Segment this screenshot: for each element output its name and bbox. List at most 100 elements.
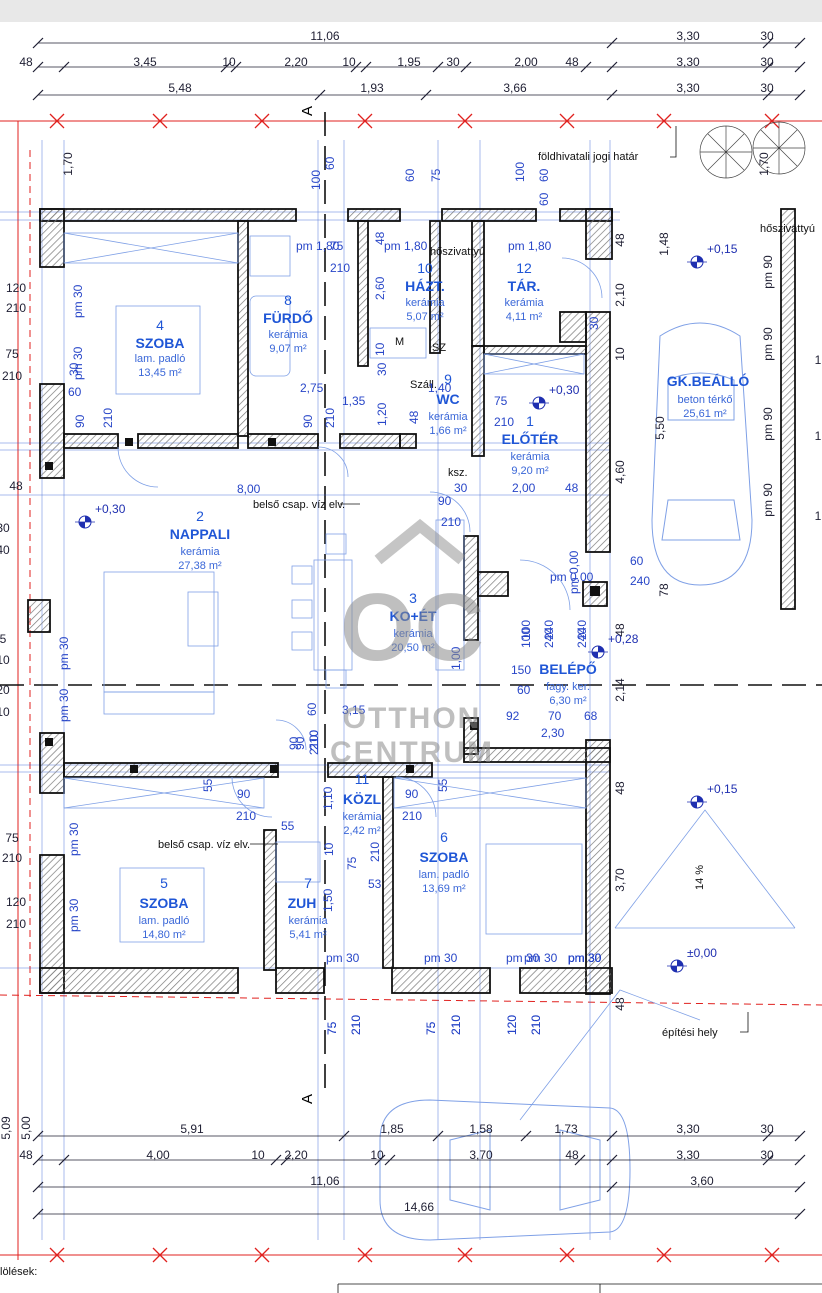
blue-dim-label: 75 <box>325 1021 339 1035</box>
blue-dim-label: 210 <box>307 730 321 750</box>
blue-dim-label: 90 <box>237 787 251 801</box>
room-belepo-name: BELÉPŐ <box>539 660 597 677</box>
dim-r3-3-66: 3,66 <box>503 81 527 95</box>
level-label: +0,28 <box>608 632 639 646</box>
watermark-logo: OC <box>340 574 484 681</box>
dim-tick <box>270 1154 282 1166</box>
room-8-area: 9,07 m² <box>269 343 307 355</box>
room-2-floor: kerámia <box>180 546 220 558</box>
right-dim-label: 3,70 <box>613 868 627 892</box>
dim-tick <box>32 37 44 49</box>
dim-tick <box>32 61 44 73</box>
dim-b1-1-85: 1,85 <box>380 1122 404 1136</box>
room-11-name: KÖZL <box>343 791 382 807</box>
dim-tick <box>606 61 618 73</box>
dim-r2-10a: 10 <box>222 55 236 69</box>
bottom-dimensions <box>32 1130 806 1220</box>
note-zone-arrow <box>740 1012 749 1033</box>
blue-dim-label: 30 <box>67 362 81 376</box>
dim-tick <box>794 1154 806 1166</box>
dim-tick <box>220 61 232 73</box>
dim-r3-3-30: 3,30 <box>676 81 700 95</box>
dim-tick <box>606 89 618 101</box>
dim-tick <box>32 1208 44 1220</box>
room-10-area: 5,07 m² <box>406 311 444 323</box>
left-dim-label: 120 <box>6 895 26 909</box>
blue-dim-label: 75 <box>325 1021 339 1035</box>
blue-dim-label: 2,75 <box>300 381 324 395</box>
room-2-num: 2 <box>196 508 204 524</box>
dim-tick <box>762 1154 774 1166</box>
blue-dim-label: 100 <box>513 162 527 182</box>
dim-tick <box>58 1154 70 1166</box>
blue-dim-label: pm 30 <box>568 951 602 965</box>
room-11-area: 2,42 m² <box>343 825 381 837</box>
blue-dim-label: 240 <box>542 628 556 648</box>
blue-dim-label: pm 30 <box>57 636 71 670</box>
blue-dim-label: 120 <box>505 1015 519 1035</box>
dim-tick <box>580 61 592 73</box>
room-10-name: HÁZT. <box>405 278 445 294</box>
walls <box>27 208 796 995</box>
dim-b1-30: 30 <box>760 1122 774 1136</box>
left-dim-label: 10 <box>0 653 10 667</box>
dim-b1-1-58: 1,58 <box>469 1122 493 1136</box>
note-m: M <box>395 336 404 348</box>
note-building-zone: építési hely <box>662 1027 718 1039</box>
top-dimensions <box>32 37 806 101</box>
room-8-name: FÜRDŐ <box>263 309 313 326</box>
dim-tick <box>360 61 372 73</box>
ramp <box>519 809 796 1121</box>
blue-dim-label: 60 <box>630 554 644 568</box>
blue-dim-label: 60 <box>537 168 551 182</box>
boundary-x-mark <box>764 1247 780 1263</box>
room-12-floor: kerámia <box>504 297 544 309</box>
note-water-2: belső csap. víz elv. <box>158 839 250 851</box>
legend-table <box>337 1283 822 1293</box>
right-edge-label: 1 <box>815 353 822 367</box>
right-dim-label: 2,14 <box>613 678 627 702</box>
blue-dim-label: 210 <box>529 1015 543 1035</box>
room-5-area: 14,80 m² <box>142 929 186 941</box>
dim-b2-48b: 48 <box>565 1148 579 1162</box>
dim-r2-48: 48 <box>19 55 33 69</box>
blue-dim-label: 90 <box>73 414 87 428</box>
note-slope: 14 % <box>694 865 706 890</box>
room-1-area: 9,20 m² <box>511 465 549 477</box>
left-dim-label: 5,09 <box>0 1116 13 1140</box>
watermark: OC OTTHON CENTRUM <box>330 518 494 769</box>
right-dim-label: 48 <box>613 623 627 637</box>
dim-r2-3-45: 3,45 <box>133 55 157 69</box>
right-edge-label: 1 <box>815 509 822 523</box>
blue-dim-label: 75 <box>424 1021 438 1035</box>
blue-dim-label: 210 <box>330 261 350 275</box>
dim-tick <box>762 89 774 101</box>
watermark-line2: CENTRUM <box>330 736 494 769</box>
dim-tick <box>794 1130 806 1142</box>
blue-dim-label: 100 <box>519 628 533 648</box>
room-9-area: 1,66 m² <box>429 425 467 437</box>
dim-b2-4-00: 4,00 <box>146 1148 170 1162</box>
room-6-name: SZOBA <box>420 849 469 865</box>
blue-dim-label: 210 <box>529 1015 543 1035</box>
blue-dim-label: 75 <box>345 856 359 870</box>
dim-tick <box>794 37 806 49</box>
room-9-floor: kerámia <box>428 411 468 423</box>
blue-dim-label: 100 <box>519 620 533 640</box>
dim-tick <box>794 1208 806 1220</box>
room-12-name: TÁR. <box>508 278 541 294</box>
note-ksz: ksz. <box>448 467 468 479</box>
left-dim-label: 20 <box>0 683 10 697</box>
level-label: +0,30 <box>95 502 126 516</box>
blue-dim-label: pm 1,80 <box>384 239 428 253</box>
dim-tick <box>606 37 618 49</box>
dim-tick <box>762 37 774 49</box>
blue-dim-label: pm 0,00 <box>567 550 581 594</box>
left-dim-label: 48 <box>9 479 23 493</box>
dim-tick <box>794 1181 806 1193</box>
room-3-area: 20,50 m² <box>391 642 435 654</box>
boundary-x-mark <box>49 1247 65 1263</box>
left-dim-label: 5 <box>0 632 7 646</box>
dim-b3-3-60: 3,60 <box>690 1174 714 1188</box>
